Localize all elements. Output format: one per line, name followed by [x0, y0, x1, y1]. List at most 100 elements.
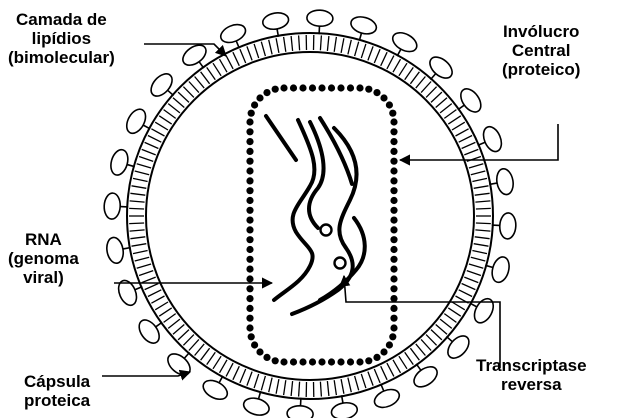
core-protein-dot	[263, 354, 270, 361]
knob-head	[471, 296, 497, 326]
core-protein-dot	[246, 275, 253, 282]
core-protein-dot	[390, 246, 397, 253]
lipid-tail	[213, 356, 221, 369]
lipid-tail	[142, 149, 156, 155]
knob-head	[390, 29, 420, 55]
core-protein-dot	[337, 358, 344, 365]
knob-head	[330, 401, 358, 418]
knob-head	[108, 148, 130, 177]
core-protein-dot	[246, 217, 253, 224]
label-lipid-layer-line-1: Camada de	[8, 10, 115, 29]
label-rna-line-3: viral)	[8, 268, 79, 287]
lipid-tail	[247, 372, 252, 386]
lipid-tail	[444, 314, 456, 323]
lipid-tail	[168, 104, 180, 113]
knob-head	[499, 213, 516, 240]
core-protein-dot	[246, 324, 253, 331]
core-protein-dot	[318, 358, 325, 365]
lipid-tail	[448, 308, 461, 316]
lipid-tail	[299, 382, 300, 397]
lipid-tail	[269, 40, 272, 55]
lipid-tail	[233, 366, 239, 380]
lipid-tail	[130, 201, 145, 202]
core-protein-dot	[390, 315, 397, 322]
lipid-tail	[440, 319, 452, 328]
lipid-tail	[452, 122, 465, 130]
core-protein-dot	[390, 197, 397, 204]
core-protein-dot	[390, 187, 397, 194]
core-protein-dot	[290, 84, 297, 91]
lipid-tail	[155, 302, 168, 310]
lipid-tail	[416, 77, 426, 89]
lipid-tail	[416, 344, 426, 356]
lipid-tail	[240, 49, 246, 63]
core-protein-dot	[390, 158, 397, 165]
core-protein-dot	[356, 84, 363, 91]
core-protein-dot	[280, 358, 287, 365]
lipid-tail	[201, 348, 210, 360]
lipid-tail	[436, 98, 447, 108]
lipid-tail	[431, 330, 442, 340]
lipid-tail	[299, 35, 300, 50]
lipid-tail	[189, 82, 199, 93]
lipid-tail	[207, 352, 216, 364]
core-protein-dot	[390, 148, 397, 155]
lipid-tail	[471, 257, 486, 261]
core-protein-dot	[386, 101, 393, 108]
lipid-tail	[320, 35, 321, 50]
knob-head	[349, 14, 378, 36]
core-protein-dot	[390, 285, 397, 292]
lipid-tail	[361, 44, 366, 58]
core-protein-dot	[272, 357, 279, 364]
leader-central-envelope	[400, 124, 558, 160]
core-protein-dot	[246, 187, 253, 194]
core-protein-dot	[246, 295, 253, 302]
surface-knob	[421, 53, 456, 88]
lipid-tail	[189, 339, 199, 350]
core-protein-dot	[390, 305, 397, 312]
lipid-tail	[133, 178, 148, 181]
label-reverse-transcriptase-line-1: Transcriptase	[476, 356, 587, 375]
core-protein-dot	[246, 118, 253, 125]
core-protein-dot	[246, 285, 253, 292]
lipid-tail	[201, 72, 210, 84]
core-protein-dot	[390, 324, 397, 331]
lipid-tail	[474, 186, 489, 189]
surface-knob	[450, 85, 485, 120]
label-lipid-layer: Camada de lipídios (bimolecular)	[8, 10, 115, 67]
core-protein-dot	[389, 110, 396, 117]
core-protein-dot	[246, 305, 253, 312]
lipid-tail	[178, 92, 189, 102]
lipid-tail	[159, 308, 172, 316]
core-protein-dot	[248, 333, 255, 340]
core-protein-dot	[246, 207, 253, 214]
core-protein-dot	[246, 266, 253, 273]
reverse-transcriptase-markers	[321, 225, 346, 269]
core-protein-dot	[309, 84, 316, 91]
lipid-tail	[399, 356, 407, 369]
core-protein-dot	[299, 84, 306, 91]
lipid-tail	[464, 277, 478, 283]
lipid-tail	[374, 49, 380, 63]
lipid-tail	[341, 379, 344, 394]
lipid-tail	[151, 129, 164, 136]
surface-knob	[164, 344, 199, 379]
label-protein-capsule-line-2: proteica	[24, 391, 90, 410]
label-central-envelope-line-1: Invólucro	[502, 22, 580, 41]
core-protein-dot	[246, 138, 253, 145]
lipid-tail	[183, 335, 194, 346]
core-protein-dot	[299, 358, 306, 365]
lipid-tail	[173, 98, 184, 108]
lipid-tail	[475, 193, 490, 195]
lipid-tail	[151, 296, 164, 303]
lipid-tail	[440, 104, 452, 113]
lipid-tail	[462, 142, 476, 148]
lipid-tail	[334, 37, 336, 52]
core-protein-dot	[386, 341, 393, 348]
surface-knob	[438, 327, 473, 362]
core-protein-dot	[246, 236, 253, 243]
lipid-tail	[436, 325, 447, 335]
lipid-tail	[476, 208, 491, 209]
label-protein-capsule-line-1: Cápsula	[24, 372, 90, 391]
label-rna-line-1: RNA	[8, 230, 79, 249]
